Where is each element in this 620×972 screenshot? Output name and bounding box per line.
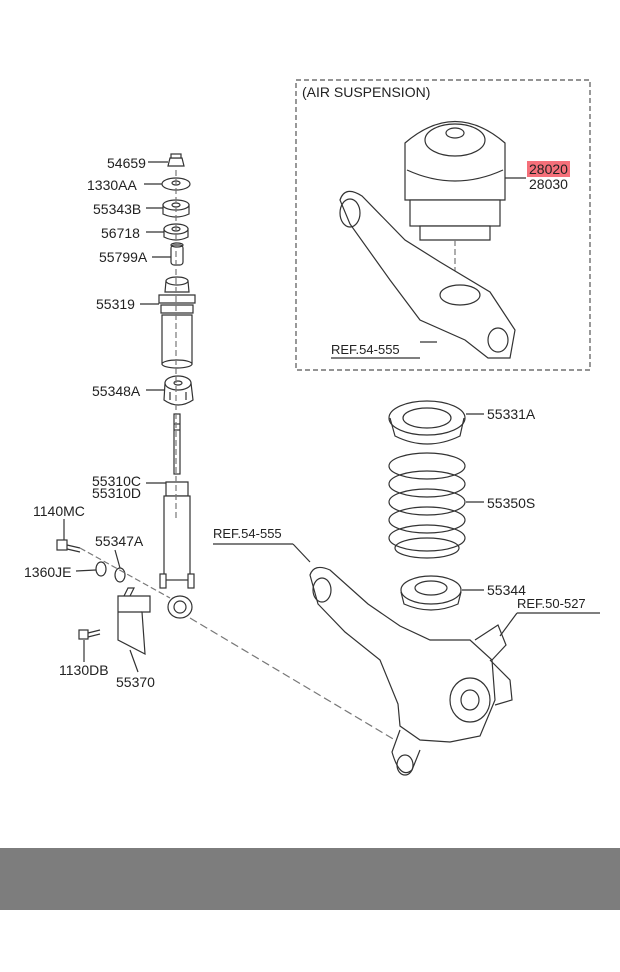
footer-text: HYUNDAI KIA - 553312J200 N - 28020	[113, 929, 520, 952]
lower-arm-air-part	[339, 190, 516, 359]
part-label-28020: 28020	[527, 161, 570, 177]
part-label-55799a: 55799A	[99, 249, 148, 265]
coil-spring-part	[388, 452, 466, 559]
bumper-55348a-part	[163, 375, 194, 406]
part-label-55347a: 55347A	[95, 533, 144, 549]
ref-label-knuckle: REF.50-527	[517, 596, 586, 611]
seat-55331a-part	[388, 400, 466, 445]
air-suspension-title: (AIR SUSPENSION)	[302, 84, 431, 100]
ref-label-air: REF.54-555	[331, 342, 400, 357]
lower-arm-part	[309, 566, 496, 743]
part-label-55319: 55319	[96, 296, 135, 312]
part-label-54659: 54659	[107, 155, 146, 171]
shock-absorber-part	[159, 413, 195, 619]
part-label-56718: 56718	[101, 225, 140, 241]
pad-55344-part	[400, 575, 462, 611]
bracket-55370-part	[117, 587, 151, 656]
parts-diagram: (AIR SUSPENSION) 54659 1330AA 55343B 567…	[24, 79, 600, 776]
bolt-1130db-part	[78, 629, 101, 640]
part-label-55343b: 55343B	[93, 201, 142, 217]
part-label-55331a: 55331A	[487, 406, 536, 422]
dust-cover-55319-part	[158, 276, 196, 369]
part-label-1130db: 1130DB	[59, 662, 109, 678]
highlight-28020: 28020	[527, 161, 570, 177]
stopper-55799a-part	[170, 242, 184, 266]
part-label-1330aa: 1330AA	[87, 177, 137, 193]
bolt-1140mc-part	[56, 539, 81, 553]
washer-1360je-part	[95, 561, 107, 577]
part-label-28030: 28030	[529, 176, 568, 192]
air-suspension-box	[295, 79, 591, 371]
part-label-55310d: 55310D	[92, 485, 142, 501]
footer-bar: HYUNDAI KIA - 553312J200 N - 28020	[0, 848, 620, 952]
part-label-55370: 55370	[116, 674, 155, 690]
part-label-55350s: 55350S	[487, 495, 536, 511]
part-label-55344: 55344	[487, 582, 526, 598]
nut-54659-part	[167, 153, 185, 167]
part-label-55348a: 55348A	[92, 383, 141, 399]
diagram-drawing	[56, 79, 600, 776]
air-spring-part	[404, 120, 506, 292]
part-label-1140mc: 1140MC	[33, 503, 85, 519]
part-label-55310c: 55310C	[92, 473, 142, 489]
ref-label-arm: REF.54-555	[213, 526, 282, 541]
part-label-1360je: 1360JE	[24, 564, 72, 580]
